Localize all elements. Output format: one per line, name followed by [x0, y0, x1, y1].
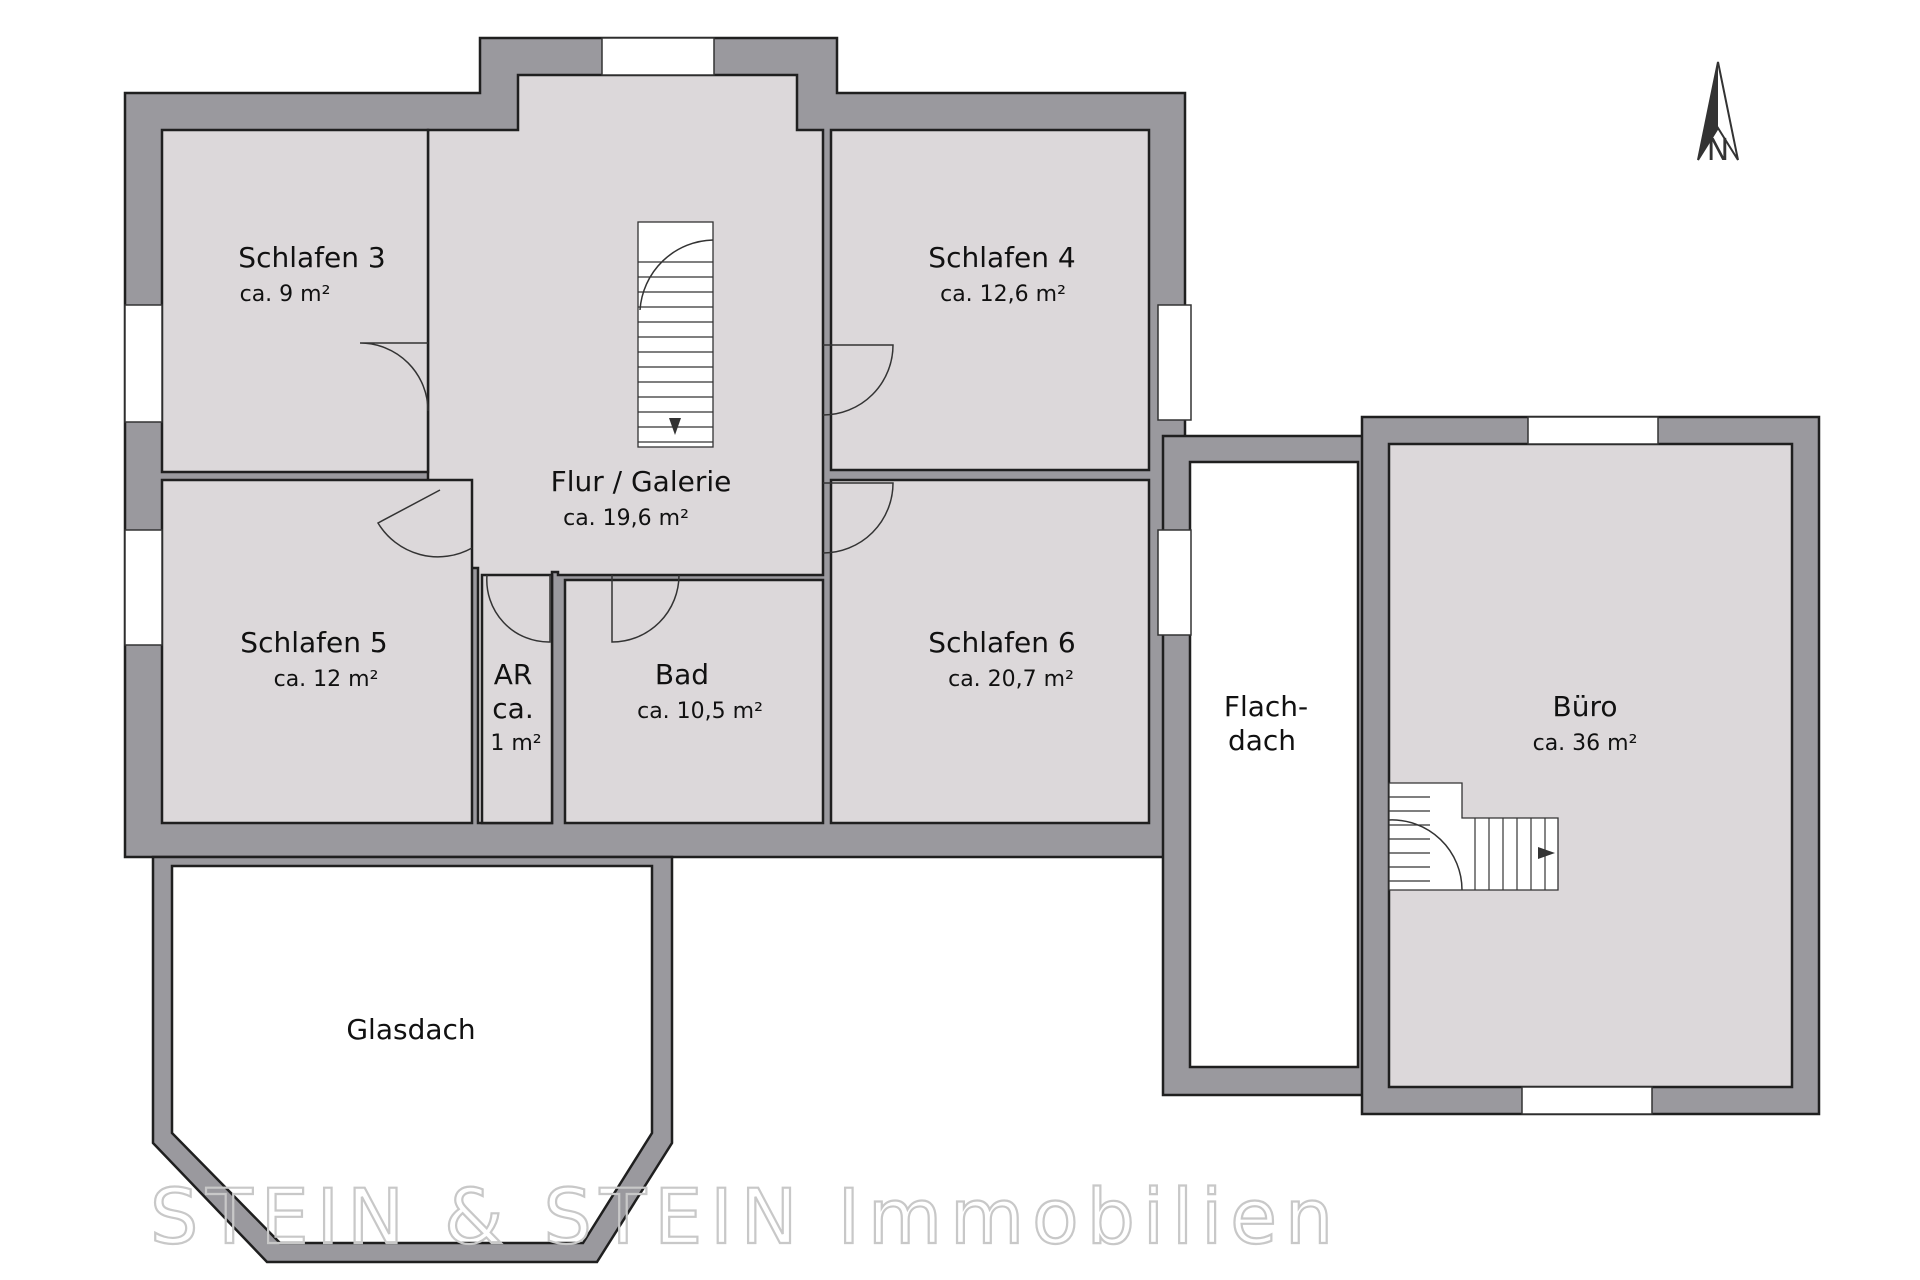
label-schlafen4-name: Schlafen 4	[928, 241, 1075, 274]
label-schlafen3-area: ca. 9 m²	[240, 282, 331, 307]
label-glasdach-name: Glasdach	[346, 1013, 475, 1046]
label-schlafen5-name: Schlafen 5	[240, 626, 387, 659]
room-schlafen5	[160, 478, 474, 825]
label-ar-name-line2: ca.	[492, 692, 533, 725]
stair-flur-outline	[637, 221, 714, 448]
room-ar	[480, 573, 554, 825]
label-schlafen4-area: ca. 12,6 m²	[940, 282, 1066, 307]
label-bad-name: Bad	[655, 658, 709, 691]
north-arrow-icon: N	[1697, 61, 1739, 168]
window-top-flur	[601, 37, 715, 76]
room-buero	[1387, 442, 1794, 1089]
buero-wing	[1360, 415, 1821, 1116]
room-flachdach	[1188, 460, 1360, 1069]
room-schlafen4	[829, 128, 1151, 472]
door-ar	[486, 574, 551, 643]
door-schlafen4	[822, 344, 894, 416]
room-schlafen3	[160, 128, 430, 474]
stair-flur	[637, 221, 714, 448]
rooms	[160, 73, 1151, 825]
label-flur-name: Flur / Galerie	[551, 465, 732, 498]
glasdach-wing	[151, 855, 674, 1264]
compass-label: N	[1707, 133, 1729, 168]
window-right-schlafen6	[1157, 529, 1192, 636]
label-flur-area: ca. 19,6 m²	[563, 506, 689, 531]
stair-buero	[1388, 782, 1559, 891]
room-glasdach	[170, 864, 654, 1245]
door-schlafen6	[822, 482, 894, 554]
window-right-schlafen4	[1157, 304, 1192, 421]
stair-flur-curve	[639, 239, 714, 311]
stair-buero-outline	[1388, 782, 1559, 891]
stair-buero-arrow-icon	[1538, 847, 1555, 859]
label-schlafen6-name: Schlafen 6	[928, 626, 1075, 659]
window-bottom-buero	[1521, 1086, 1653, 1115]
room-bad	[563, 578, 825, 825]
stair-flur-arrow-icon	[669, 418, 681, 435]
label-schlafen6-area: ca. 20,7 m²	[948, 667, 1074, 692]
label-schlafen5-area: ca. 12 m²	[274, 667, 379, 692]
label-buero-area: ca. 36 m²	[1533, 731, 1638, 756]
door-schlafen5	[376, 489, 473, 558]
door-schlafen3	[359, 342, 429, 412]
room-schlafen6	[829, 478, 1151, 825]
door-bad	[611, 574, 680, 643]
label-flachdach-line1: Flach-	[1224, 690, 1308, 723]
room-labels: Schlafen 3 ca. 9 m² Schlafen 4 ca. 12,6 …	[238, 241, 1637, 1046]
window-left-schlafen5	[124, 529, 163, 646]
doors	[359, 342, 894, 643]
label-ar-name-line1: AR	[494, 658, 533, 691]
window-top-buero	[1527, 416, 1659, 445]
label-bad-area: ca. 10,5 m²	[637, 699, 763, 724]
label-schlafen3-name: Schlafen 3	[238, 241, 385, 274]
label-buero-name: Büro	[1553, 690, 1618, 723]
watermark-text: STEIN & STEIN Immobilien	[150, 1172, 1341, 1261]
flachdach-wing	[1161, 434, 1368, 1097]
windows	[124, 37, 1659, 1115]
label-flachdach-line2: dach	[1228, 724, 1296, 757]
stair-buero-curve	[1388, 819, 1463, 891]
window-left-schlafen3	[124, 304, 163, 423]
label-ar-area: 1 m²	[490, 731, 541, 756]
